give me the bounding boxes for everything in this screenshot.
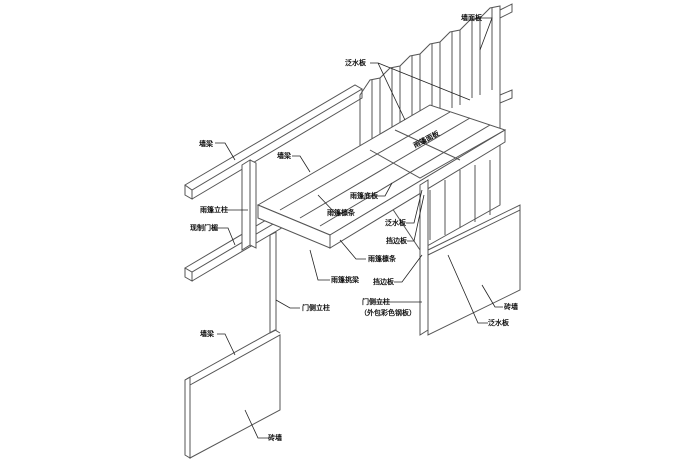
label-canopy-purlin-2: 雨篷檩条: [368, 254, 397, 263]
right-column-and-wall: [419, 179, 521, 336]
canopy-column-shape: [241, 159, 257, 251]
label-edge-plate-1: 挡边板: [386, 236, 408, 245]
label-flashing-top: 泛水板: [345, 58, 367, 67]
label-canopy-bottom-plate: 雨篷底板: [350, 191, 379, 200]
wall-beam-upper: [184, 84, 363, 200]
label-door-side-column-note: （外包彩色钢板）: [360, 308, 416, 317]
label-wall-panel: 墙面板: [461, 13, 483, 22]
label-wall-beam-lower: 墙梁: [200, 329, 215, 338]
label-wall-beam-left: 墙梁: [199, 139, 214, 148]
label-canopy-column: 雨篷立柱: [200, 205, 228, 214]
label-flashing-bottom: 泛水板: [488, 318, 510, 327]
label-door-side-column-left: 门侧立柱: [302, 303, 330, 312]
label-brick-wall-left: 砖墙: [268, 433, 282, 442]
label-flashing-mid: 泛水板: [385, 218, 407, 227]
label-canopy-cantilever-beam: 雨篷挑梁: [331, 275, 360, 284]
label-edge-plate-2: 挡边板: [373, 277, 395, 286]
label-door-side-column-right: 门侧立柱: [362, 297, 390, 306]
label-brick-wall-right: 砖墙: [504, 302, 518, 311]
label-door-lintel: 现制门楣: [190, 223, 218, 232]
door-side-column-shape: [269, 231, 277, 334]
leader-lines: [215, 17, 503, 439]
left-brick-wall: [184, 329, 281, 459]
canopy-frame: [256, 104, 507, 249]
label-canopy-purlin-1: 雨篷檩条: [327, 208, 356, 217]
label-wall-beam-mid: 墙梁: [277, 151, 292, 160]
